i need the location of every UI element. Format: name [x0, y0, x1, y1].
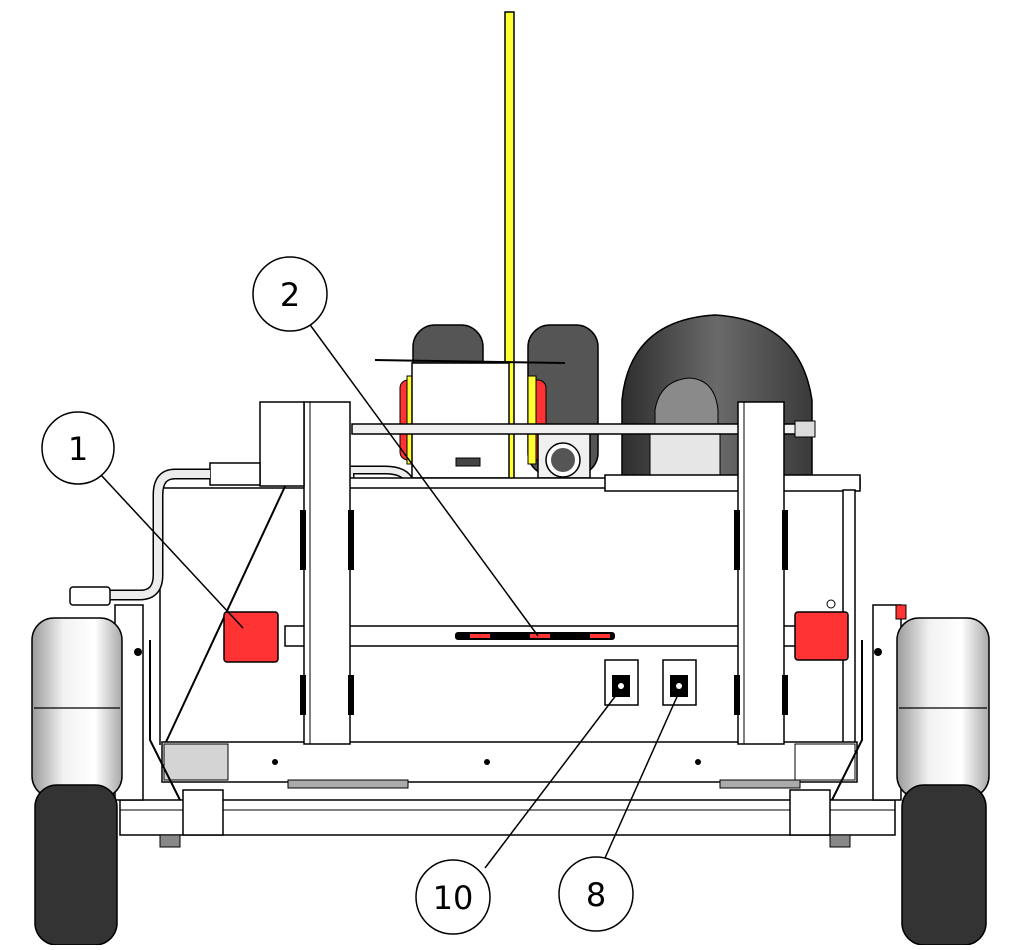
- callout-8: 8: [558, 856, 634, 932]
- switch-box-10: [604, 659, 639, 706]
- callout-10: 10: [415, 859, 491, 935]
- callout-2: 2: [252, 256, 328, 332]
- switch-box-8: [662, 659, 697, 706]
- callout-8-label: 8: [586, 876, 606, 914]
- wheel-right: [831, 604, 990, 946]
- callout-1: 1: [41, 411, 115, 485]
- tail-light-left: [223, 611, 279, 663]
- leader-line-8: [604, 689, 681, 859]
- callout-2-label: 2: [280, 276, 300, 314]
- wheel-left: [31, 604, 181, 946]
- tail-light-bar: [284, 625, 806, 647]
- leader-line-2: [307, 321, 539, 637]
- winch-crank: [69, 401, 305, 606]
- upright-left: [300, 401, 354, 745]
- callout-1-label: 1: [68, 430, 88, 468]
- equipment-box: [374, 359, 591, 479]
- tail-light-right: [794, 611, 849, 661]
- leader-line-10: [484, 689, 621, 869]
- upper-crossbar: [351, 420, 816, 438]
- upright-right: [734, 401, 788, 745]
- rear-bumper: [119, 789, 896, 848]
- callout-10-label: 10: [433, 879, 474, 917]
- leader-line-1: [100, 474, 244, 629]
